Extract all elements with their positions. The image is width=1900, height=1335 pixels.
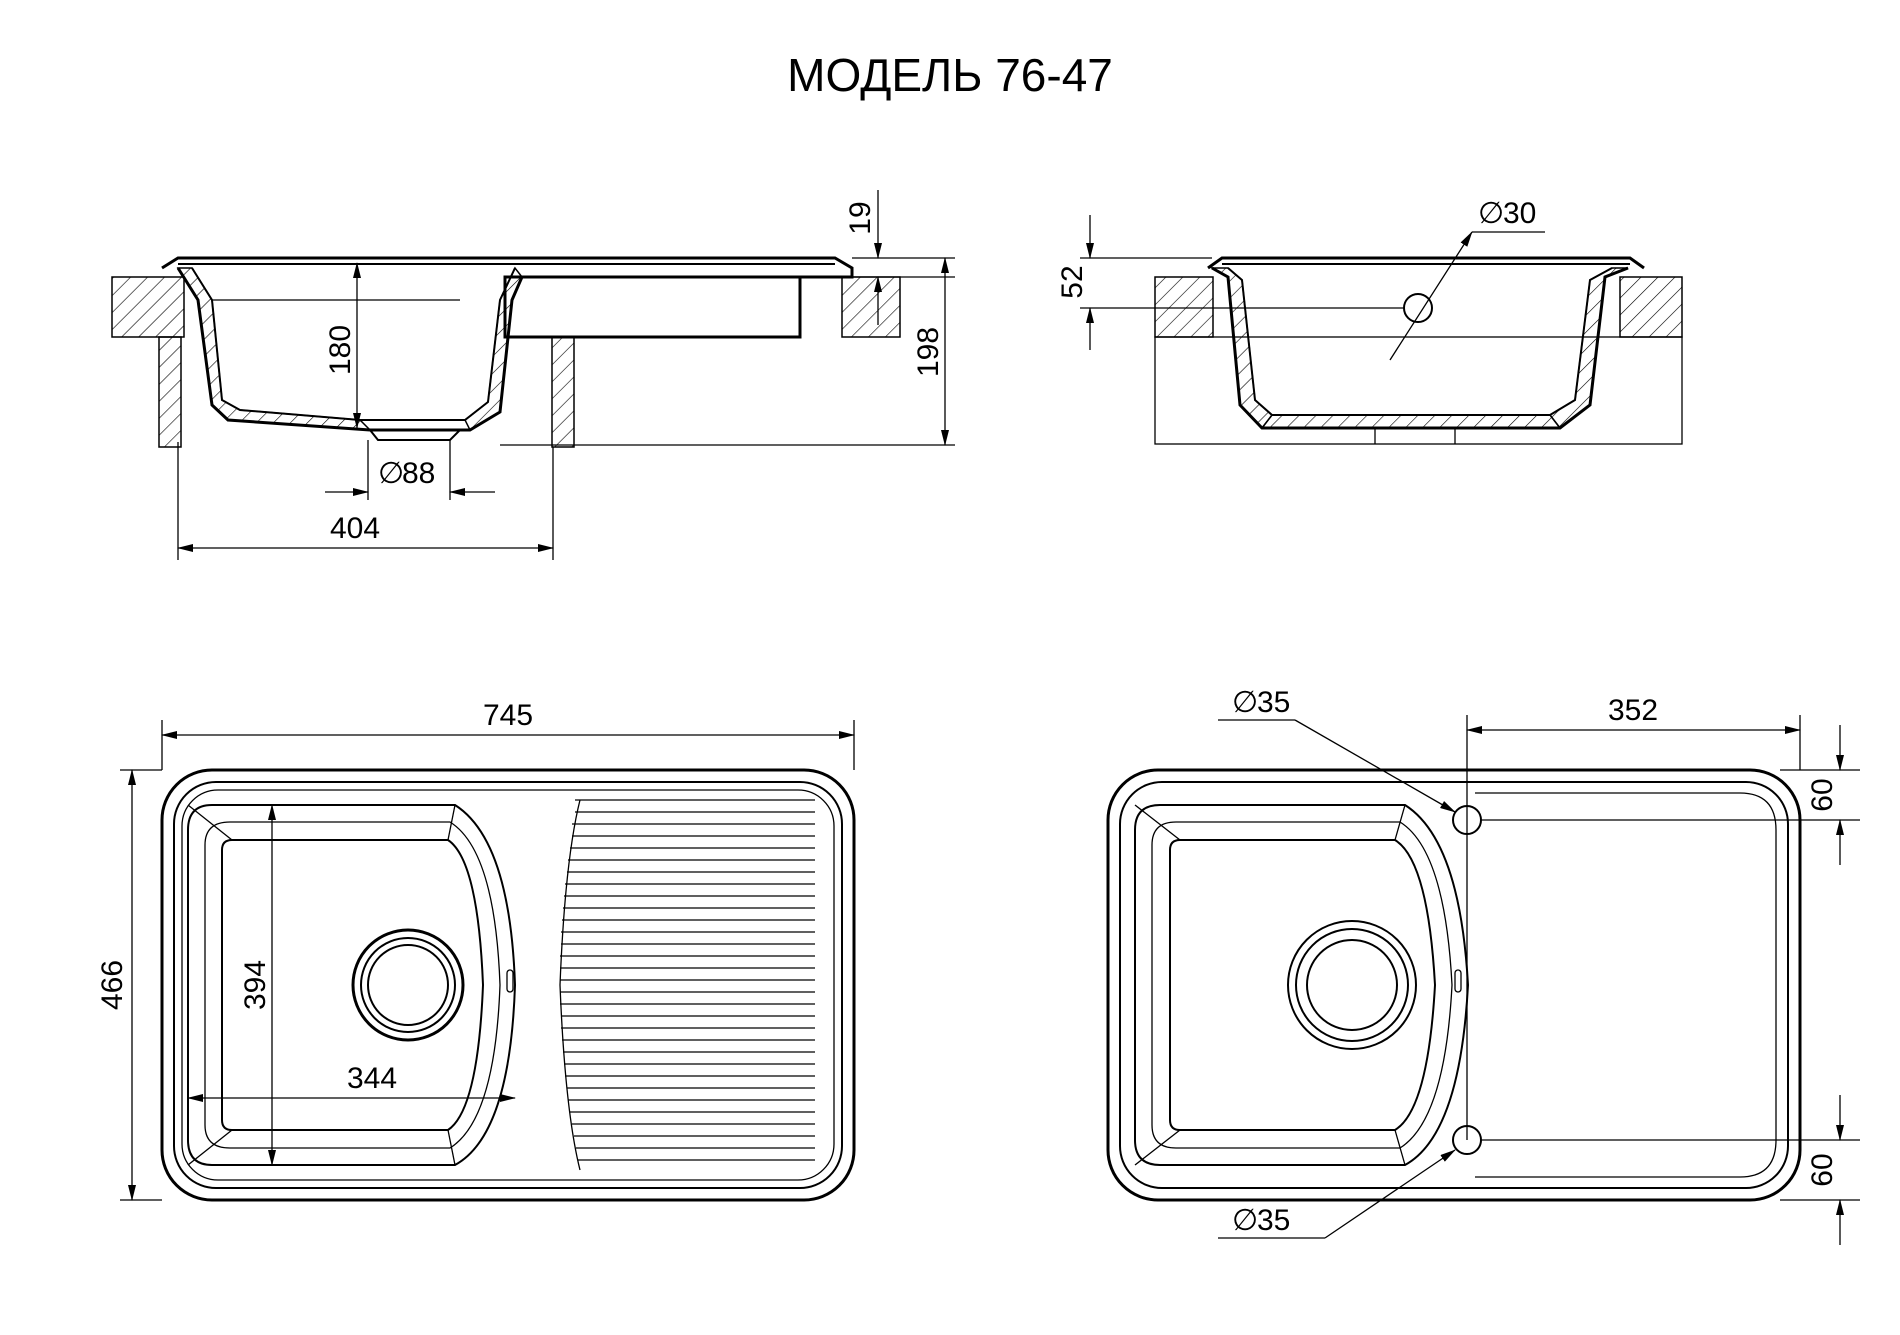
- dim-tap-offset: 352: [1608, 694, 1658, 727]
- countertop-right: [841, 276, 901, 338]
- dim-tap-bottom-edge: 60: [1806, 1153, 1839, 1186]
- front-bowl-outer: [1211, 266, 1629, 430]
- top-view-drainboard: 745 466 394 344: [96, 699, 856, 1202]
- dim-drain-diameter: 88: [402, 457, 435, 490]
- dim-tap-hole-bottom-sign: ∅: [1232, 1204, 1258, 1237]
- dim-overall-length: 745: [483, 699, 533, 732]
- bowl-outline: [187, 804, 517, 1166]
- dim-diameter-sign: ∅: [378, 457, 404, 490]
- front-bowl-inner: [1227, 267, 1613, 416]
- dim-tap-hole-top-sign: ∅: [1232, 686, 1258, 719]
- drainboard-ribs: [559, 799, 815, 1171]
- front-countertop-left: [1154, 276, 1214, 338]
- drain-outlet: [369, 429, 461, 441]
- sink-outline: [160, 768, 856, 1202]
- front-countertop-right: [1619, 276, 1683, 338]
- drain-ring-outer: [351, 928, 465, 1042]
- dim-bowl-width-side: 404: [330, 512, 380, 545]
- dim-overflow-diameter: 30: [1503, 197, 1536, 230]
- dim-tap-top-edge: 60: [1806, 778, 1839, 811]
- side-section-view: 180 ∅ 88 404 19 198: [111, 190, 955, 560]
- dim-rim-thickness: 19: [844, 201, 877, 234]
- dim-overflow-diameter-sign: ∅: [1478, 197, 1504, 230]
- dim-total-height: 198: [912, 327, 945, 377]
- dim-tap-hole-top: 35: [1257, 686, 1290, 719]
- dim-overall-width: 466: [96, 960, 129, 1010]
- sink-outline-right: [1106, 768, 1802, 1202]
- countertop-left: [111, 276, 185, 338]
- dim-tap-hole-bottom: 35: [1257, 1204, 1290, 1237]
- front-rim: [1207, 256, 1645, 270]
- dim-bowl-depth: 180: [324, 325, 357, 375]
- overflow-hole: [1403, 293, 1433, 323]
- front-section-view: 52 ∅ 30: [1056, 197, 1683, 445]
- cabinet-wall-left: [158, 336, 182, 448]
- dim-bowl-width-top: 344: [347, 1062, 397, 1095]
- top-view-tap-holes: ∅ 35 ∅ 35 352 60 60: [1106, 686, 1860, 1245]
- cabinet-wall-right: [551, 336, 575, 448]
- dim-bowl-length: 394: [239, 960, 272, 1010]
- drawing-title: МОДЕЛЬ 76-47: [787, 49, 1113, 101]
- dim-overflow-height: 52: [1056, 265, 1089, 298]
